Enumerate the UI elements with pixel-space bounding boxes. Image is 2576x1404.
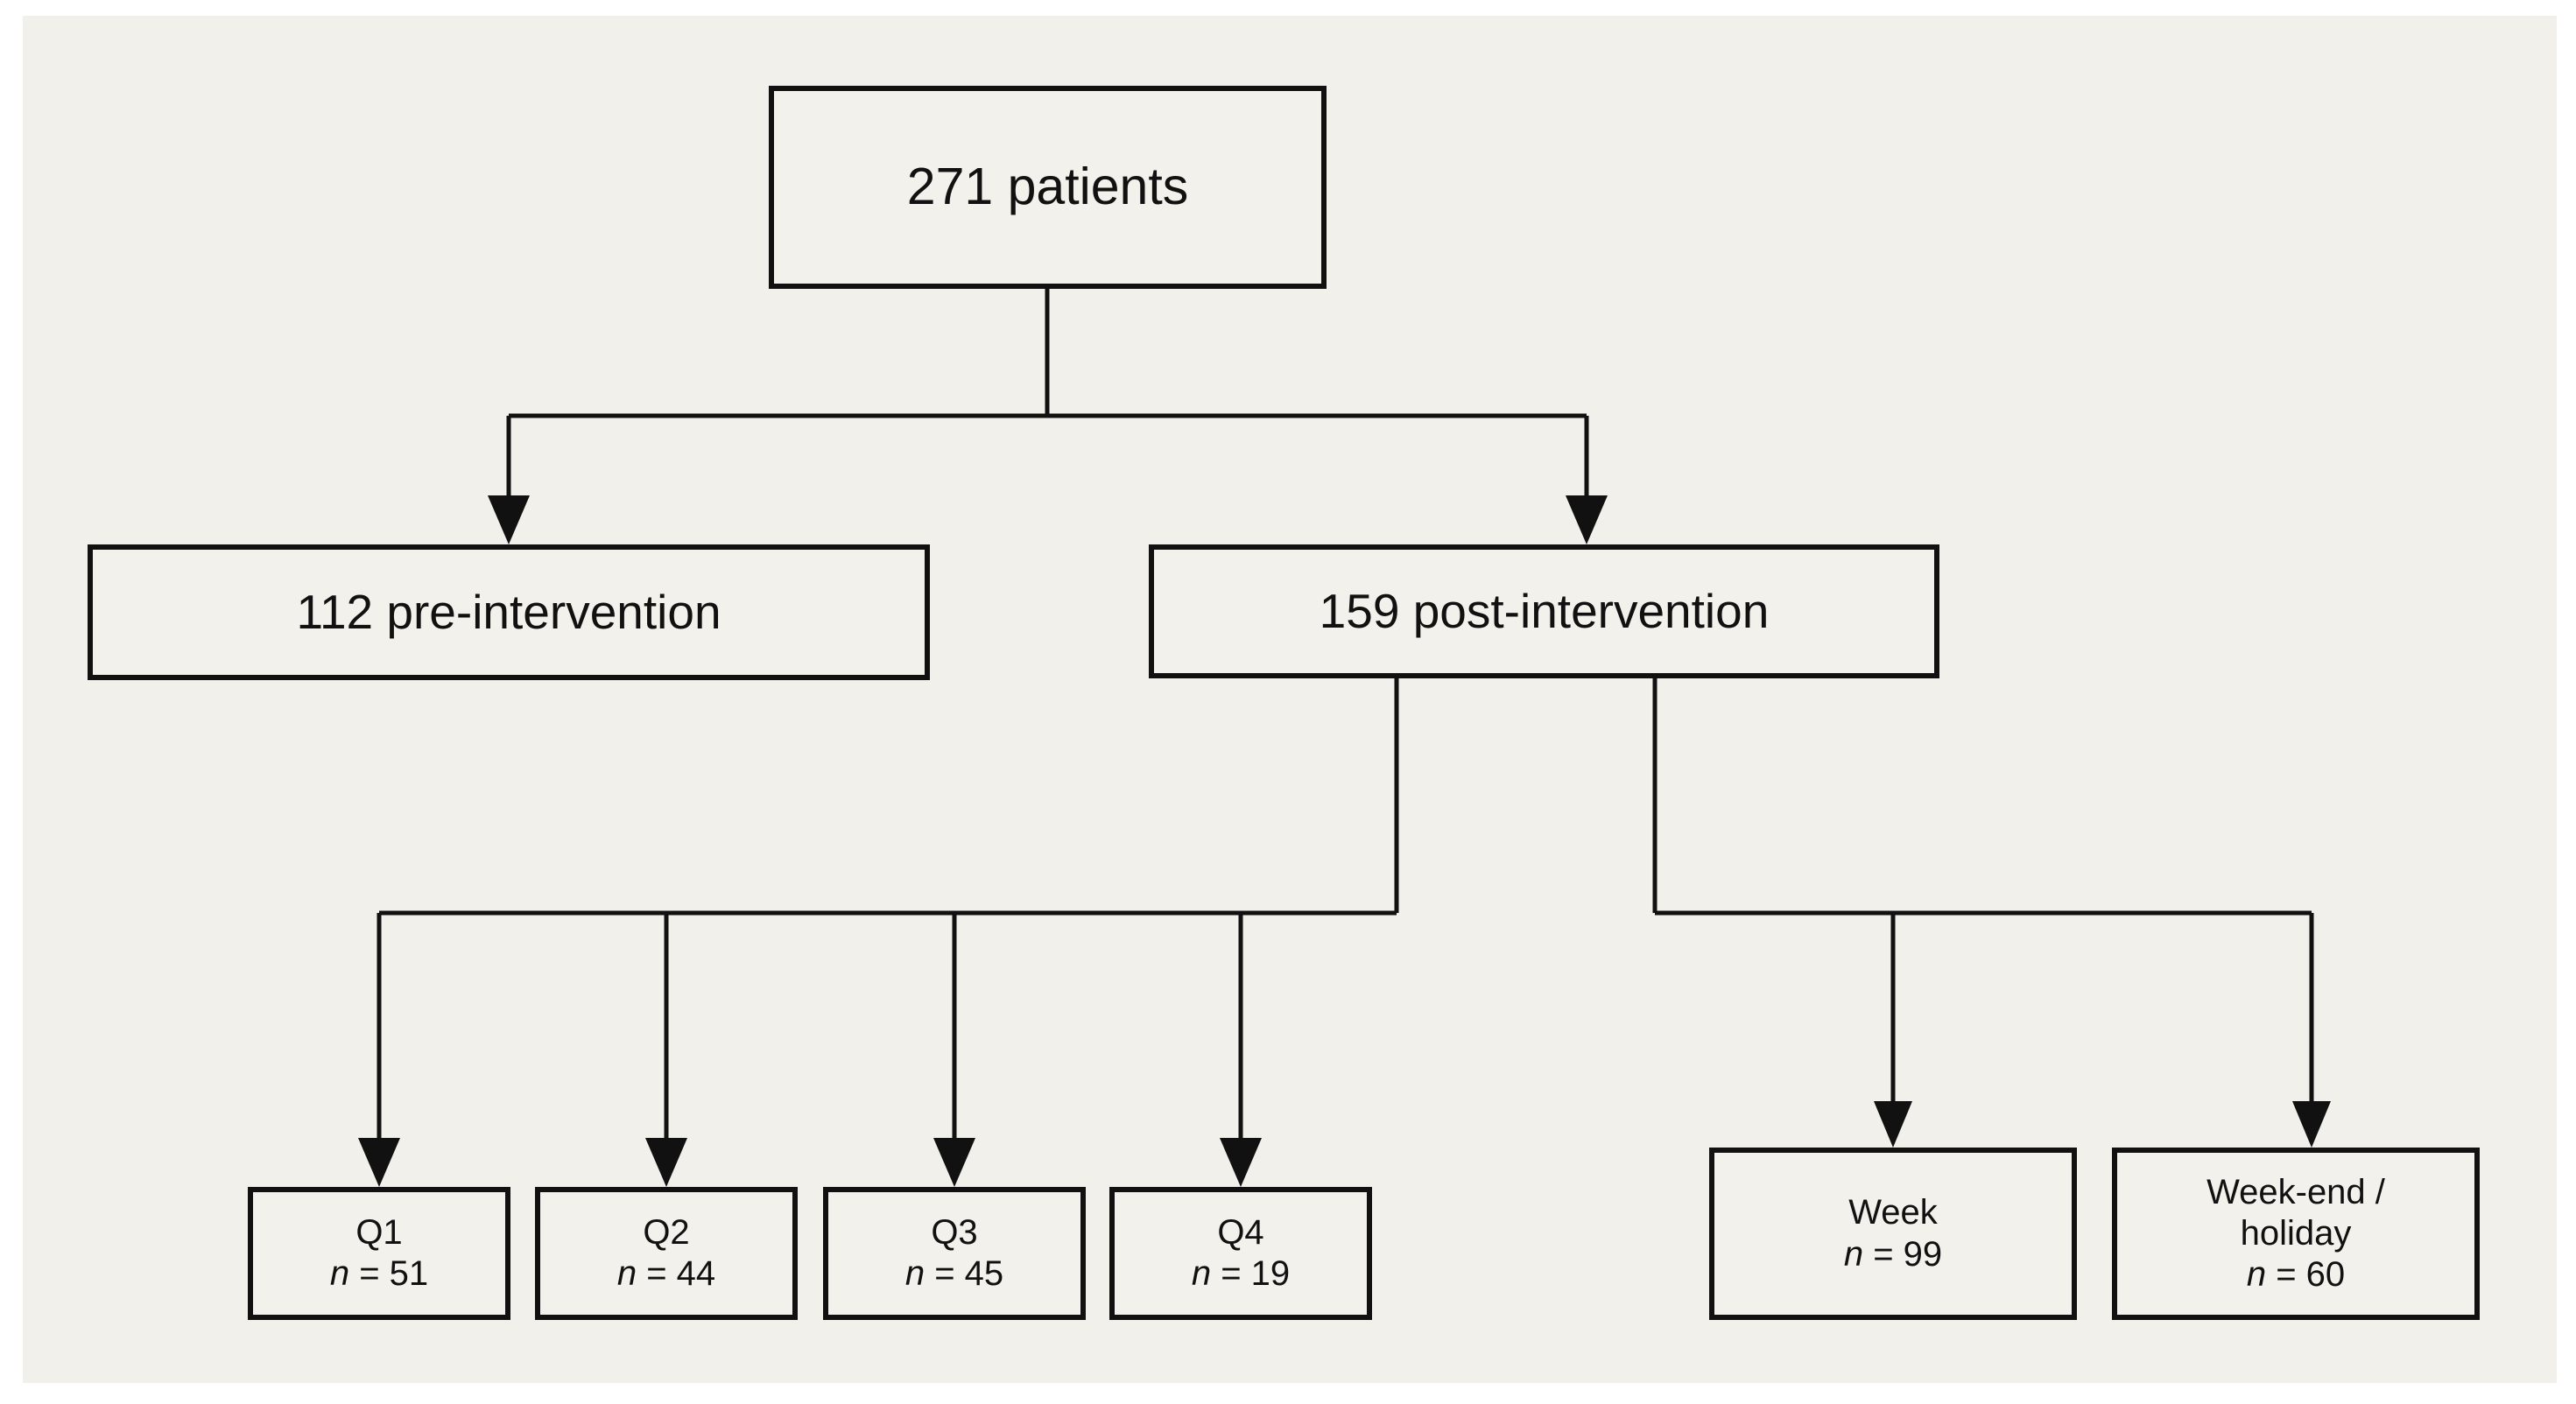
node-week-label: Week [1848,1193,1938,1232]
node-quarter-q3-count: n = 45 [905,1253,1003,1295]
node-quarter-q1-label: Q1 [355,1212,403,1252]
n-symbol: n [329,1254,350,1293]
node-pre-intervention-label: 112 pre-intervention [296,585,721,640]
node-weekend-holiday[interactable]: Week-end / holiday n = 60 [2112,1148,2480,1320]
n-symbol: n [1843,1234,1864,1274]
n-symbol: n [616,1254,637,1293]
n-symbol: n [1191,1254,1212,1293]
node-quarter-q4[interactable]: Q4 n = 19 [1109,1187,1372,1320]
node-weekend-holiday-count: n = 60 [2247,1254,2345,1295]
arrowhead-pre [488,495,530,544]
node-quarter-q1-count: n = 51 [330,1253,428,1295]
arrowhead-week [1874,1101,1912,1148]
n-symbol: n [2246,1255,2267,1295]
arrowhead-weekend [2292,1101,2331,1148]
equals-symbol: = [359,1254,380,1293]
n-value: 51 [389,1254,429,1293]
node-quarter-q2-label: Q2 [643,1212,690,1252]
equals-symbol: = [2276,1255,2297,1295]
arrowhead-q1 [358,1138,400,1187]
arrowhead-q4 [1220,1138,1262,1187]
arrowhead-post [1566,495,1608,544]
node-quarter-q3[interactable]: Q3 n = 45 [823,1187,1086,1320]
node-pre-intervention[interactable]: 112 pre-intervention [88,544,930,680]
n-value: 60 [2305,1255,2346,1295]
node-week[interactable]: Week n = 99 [1709,1148,2077,1320]
node-week-count: n = 99 [1844,1234,1942,1275]
node-post-intervention[interactable]: 159 post-intervention [1149,544,1939,678]
node-quarter-q2[interactable]: Q2 n = 44 [535,1187,798,1320]
node-total-patients[interactable]: 271 patients [769,86,1327,289]
n-value: 99 [1903,1234,1943,1274]
n-value: 44 [676,1254,716,1293]
node-quarter-q4-count: n = 19 [1192,1253,1290,1295]
node-post-intervention-label: 159 post-intervention [1319,584,1770,639]
node-weekend-holiday-label-line1: Week-end / [2206,1172,2385,1211]
equals-symbol: = [646,1254,667,1293]
n-value: 45 [964,1254,1004,1293]
node-quarter-q4-label: Q4 [1217,1212,1264,1252]
node-total-patients-label: 271 patients [906,158,1189,216]
node-weekend-holiday-label-line2: holiday [2240,1213,2352,1253]
node-quarter-q1[interactable]: Q1 n = 51 [248,1187,510,1320]
arrowhead-q2 [645,1138,687,1187]
node-quarter-q3-label: Q3 [931,1212,978,1252]
equals-symbol: = [934,1254,955,1293]
arrowhead-q3 [933,1138,975,1187]
equals-symbol: = [1873,1234,1894,1274]
node-quarter-q2-count: n = 44 [617,1253,715,1295]
n-symbol: n [904,1254,926,1293]
n-value: 19 [1250,1254,1291,1293]
equals-symbol: = [1221,1254,1242,1293]
